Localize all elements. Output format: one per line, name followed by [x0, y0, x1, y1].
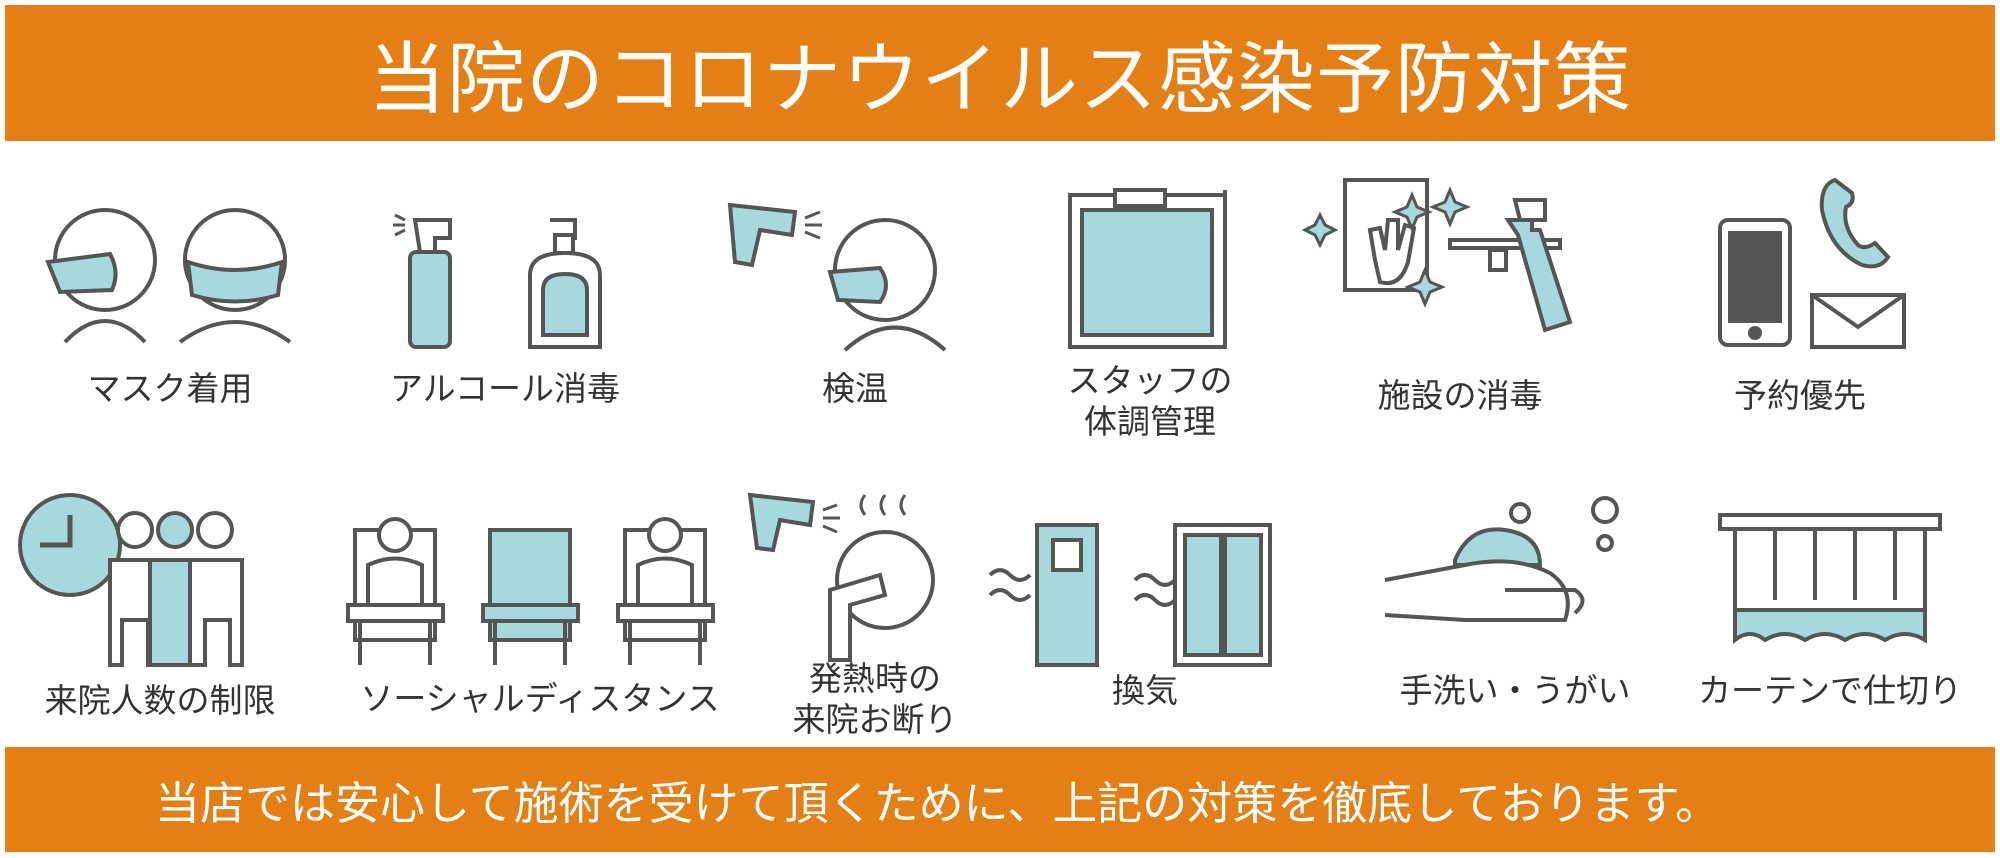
item-facility-disinfection: 施設の消毒: [1300, 170, 1620, 420]
item-staff-health: スタッフの 体調管理: [1030, 188, 1270, 450]
sanitizer-bottles-icon: [393, 213, 602, 349]
title-banner: 当院のコロナウイルス感染予防対策: [5, 5, 1995, 141]
curtain-icon: [1718, 513, 1942, 645]
ventilation-icon: [988, 523, 1272, 667]
item-label: 来院人数の制限: [44, 681, 276, 720]
item-label: 換気: [1112, 671, 1178, 710]
phone-mail-icon: [1718, 177, 1906, 349]
item-handwash: 手洗い・うがい: [1375, 495, 1655, 720]
item-label: 予約優先: [1734, 376, 1866, 415]
label-line: 来院お断り: [792, 700, 958, 739]
item-label: スタッフの 体調管理: [1030, 360, 1270, 442]
footer-note: 当店では安心して施術を受けて頂くために、上記の対策を徹底しております。: [155, 777, 1721, 830]
mask-icon: [45, 208, 292, 344]
disinfect-facility-icon: [1301, 178, 1573, 333]
distanced-seats-icon: [346, 517, 715, 665]
handwash-icon: [1384, 496, 1619, 622]
page-title: 当院のコロナウイルス感染予防対策: [367, 35, 1632, 125]
item-label: カーテンで仕切り: [1698, 671, 1962, 710]
item-label: 手洗い・うがい: [1399, 671, 1631, 710]
item-label: 発熱時の 来院お断り: [745, 658, 1005, 740]
clock-people-icon: [18, 493, 244, 667]
label-line: スタッフの: [1067, 361, 1233, 400]
label-line: 体調管理: [1084, 402, 1216, 441]
item-curtain: カーテンで仕切り: [1675, 510, 1985, 720]
item-label: ソーシャルディスタンス: [360, 679, 720, 718]
item-ventilation: 換気: [985, 520, 1305, 720]
item-reservation: 予約優先: [1680, 165, 1920, 420]
item-mask: マスク着用: [20, 190, 320, 420]
clipboard-icon: [1068, 188, 1227, 349]
item-label: 検温: [822, 369, 888, 408]
footer-banner: 当店では安心して施術を受けて頂くために、上記の対策を徹底しております。: [5, 747, 1995, 852]
item-fever-refusal: 発熱時の 来院お断り: [745, 490, 1005, 750]
item-temperature: 検温: [720, 190, 990, 420]
thermometer-icon: [727, 202, 947, 352]
label-line: 発熱時の: [809, 659, 941, 698]
item-label: アルコール消毒: [389, 369, 620, 408]
fever-icon: [747, 492, 935, 662]
item-label: 施設の消毒: [1377, 376, 1543, 415]
item-visitor-limit: 来院人数の制限: [10, 490, 310, 725]
item-social-distance: ソーシャルディスタンス: [340, 510, 740, 725]
item-label: マスク着用: [87, 369, 253, 408]
item-alcohol: アルコール消毒: [355, 190, 655, 420]
